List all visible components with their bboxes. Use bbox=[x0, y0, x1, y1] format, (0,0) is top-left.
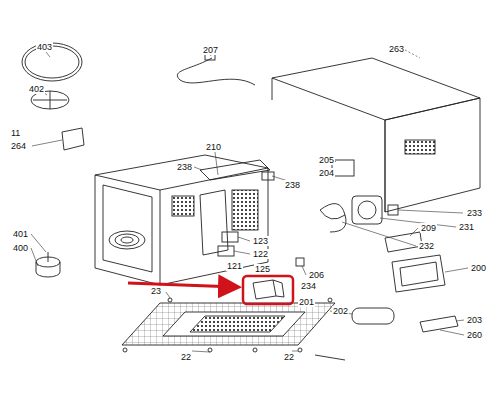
highlight-arrow bbox=[128, 283, 236, 287]
callout-number: 401 bbox=[12, 229, 29, 239]
fan-motor bbox=[352, 196, 398, 224]
base-plate bbox=[122, 303, 335, 345]
switch-assembly bbox=[332, 160, 354, 176]
callout-number: 204 bbox=[318, 168, 335, 178]
callout-number: 122 bbox=[252, 249, 269, 259]
waveguide-cover bbox=[62, 128, 84, 150]
callout-number: 231 bbox=[458, 222, 475, 232]
oven-cavity bbox=[95, 155, 268, 285]
turntable-tray bbox=[22, 43, 82, 81]
outer-case bbox=[272, 58, 480, 212]
callout-number: 121 bbox=[226, 261, 243, 271]
callout-number: 125 bbox=[254, 264, 271, 274]
leader-lines bbox=[31, 50, 468, 352]
callout-number: 203 bbox=[466, 315, 483, 325]
callout-number: 23 bbox=[150, 286, 162, 296]
high-voltage-diode bbox=[253, 280, 284, 299]
callout-number: 123 bbox=[252, 236, 269, 246]
callout-number: 201 bbox=[298, 297, 315, 307]
callout-number: 11 bbox=[10, 128, 21, 138]
capacitor bbox=[352, 308, 394, 324]
callout-number: 234 bbox=[300, 281, 317, 291]
callout-number: 238 bbox=[176, 162, 193, 172]
callout-number: 209 bbox=[420, 223, 437, 233]
callout-number: 402 bbox=[28, 84, 45, 94]
callout-number: 206 bbox=[308, 270, 325, 280]
thermal-cutout bbox=[296, 258, 304, 266]
callout-number: 205 bbox=[318, 155, 335, 165]
cooling-fan bbox=[320, 204, 346, 232]
callout-number: 400 bbox=[12, 243, 29, 253]
callout-number: 202 bbox=[332, 306, 349, 316]
callout-number: 403 bbox=[36, 42, 53, 52]
door-switch bbox=[218, 246, 234, 256]
callout-number: 207 bbox=[202, 45, 219, 55]
callout-number: 233 bbox=[466, 208, 483, 218]
callout-number: 238 bbox=[284, 180, 301, 190]
callout-number: 260 bbox=[466, 330, 483, 340]
power-cord bbox=[177, 58, 255, 85]
turntable-motor bbox=[36, 252, 60, 277]
callout-number: 264 bbox=[10, 141, 27, 151]
door-switch bbox=[222, 232, 238, 242]
callout-number: 232 bbox=[418, 241, 435, 251]
callout-number: 210 bbox=[205, 142, 222, 152]
callout-number: 263 bbox=[388, 44, 405, 54]
callout-number: 200 bbox=[470, 263, 487, 273]
transformer bbox=[392, 255, 445, 292]
capacitor-bracket bbox=[420, 316, 458, 332]
callout-number: 22 bbox=[283, 352, 295, 362]
callout-number: 22 bbox=[180, 352, 192, 362]
highlight-box bbox=[243, 276, 293, 304]
